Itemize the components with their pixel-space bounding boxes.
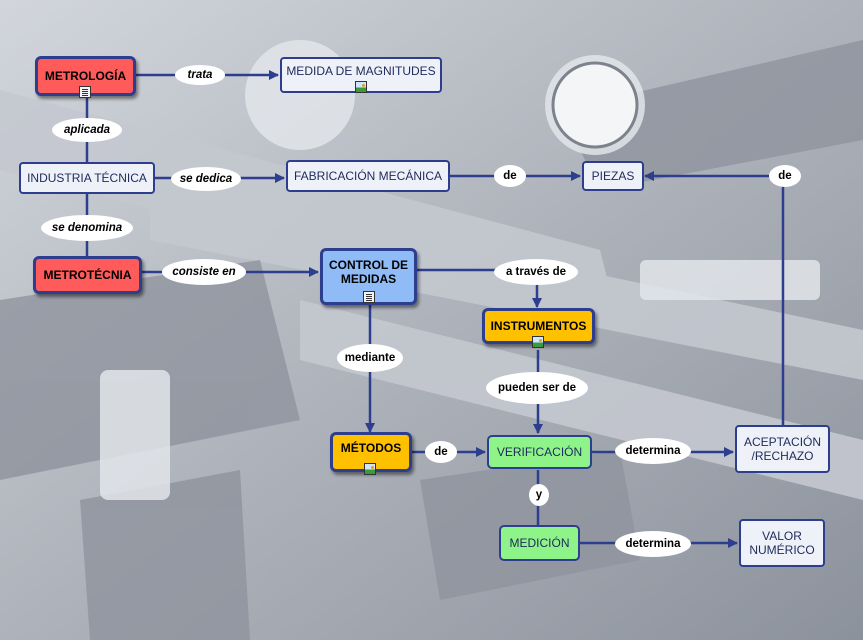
link-label-de-aceptacion: de <box>769 165 801 187</box>
document-icon[interactable] <box>363 291 375 303</box>
node-valor-label-1: VALOR <box>762 529 802 543</box>
node-aceptacion-rechazo[interactable]: ACEPTACIÓN /RECHAZO <box>735 425 830 473</box>
link-label-de-fabricacion: de <box>494 165 526 187</box>
node-verificacion-label: VERIFICACIÓN <box>496 445 583 459</box>
link-label-de-metodos: de <box>425 441 457 463</box>
node-aceptacion-label-1: ACEPTACIÓN <box>743 435 822 449</box>
node-medicion[interactable]: MEDICIÓN <box>499 525 580 561</box>
link-label-y: y <box>529 484 549 506</box>
image-icon[interactable] <box>364 463 376 475</box>
link-label-consiste-en: consiste en <box>162 259 246 285</box>
image-icon[interactable] <box>532 336 544 348</box>
link-label-pueden-ser-de: pueden ser de <box>486 372 588 404</box>
link-label-se-dedica: se dedica <box>171 167 241 191</box>
node-control-medidas-label-1: CONTROL DE <box>328 257 409 272</box>
link-label-aplicada: aplicada <box>52 118 122 142</box>
link-label-determina-verificacion: determina <box>615 438 691 464</box>
node-metodos-label: MÉTODOS <box>340 441 402 455</box>
node-valor-label-2: NUMÉRICO <box>749 543 815 557</box>
image-icon[interactable] <box>355 81 367 93</box>
link-label-a-traves-de: a través de <box>494 259 578 285</box>
node-fabricacion-mecanica[interactable]: FABRICACIÓN MECÁNICA <box>286 160 450 192</box>
node-aceptacion-label-2: /RECHAZO <box>751 449 814 463</box>
node-metrologia-label: METROLOGÍA <box>44 69 127 83</box>
node-industria-tecnica-label: INDUSTRIA TÉCNICA <box>27 171 147 185</box>
node-piezas[interactable]: PIEZAS <box>582 161 644 191</box>
node-piezas-label: PIEZAS <box>591 169 635 183</box>
node-medicion-label: MEDICIÓN <box>509 536 570 550</box>
node-medida-magnitudes-label: MEDIDA DE MAGNITUDES <box>286 64 436 78</box>
node-industria-tecnica[interactable]: INDUSTRIA TÉCNICA <box>19 162 155 194</box>
link-label-determina-medicion: determina <box>615 531 691 557</box>
node-valor-numerico[interactable]: VALOR NUMÉRICO <box>739 519 825 567</box>
node-verificacion[interactable]: VERIFICACIÓN <box>487 435 592 469</box>
link-label-mediante: mediante <box>337 344 403 372</box>
document-icon[interactable] <box>79 86 91 98</box>
node-control-medidas-label-2: MEDIDAS <box>340 271 397 286</box>
node-fabricacion-mecanica-label: FABRICACIÓN MECÁNICA <box>293 169 443 183</box>
node-metrotecnia-label: METROTÉCNIA <box>43 268 132 282</box>
link-label-trata: trata <box>175 65 225 85</box>
link-label-se-denomina: se denomina <box>41 215 133 241</box>
node-metrotecnia[interactable]: METROTÉCNIA <box>33 256 142 294</box>
node-instrumentos-label: INSTRUMENTOS <box>490 319 587 333</box>
